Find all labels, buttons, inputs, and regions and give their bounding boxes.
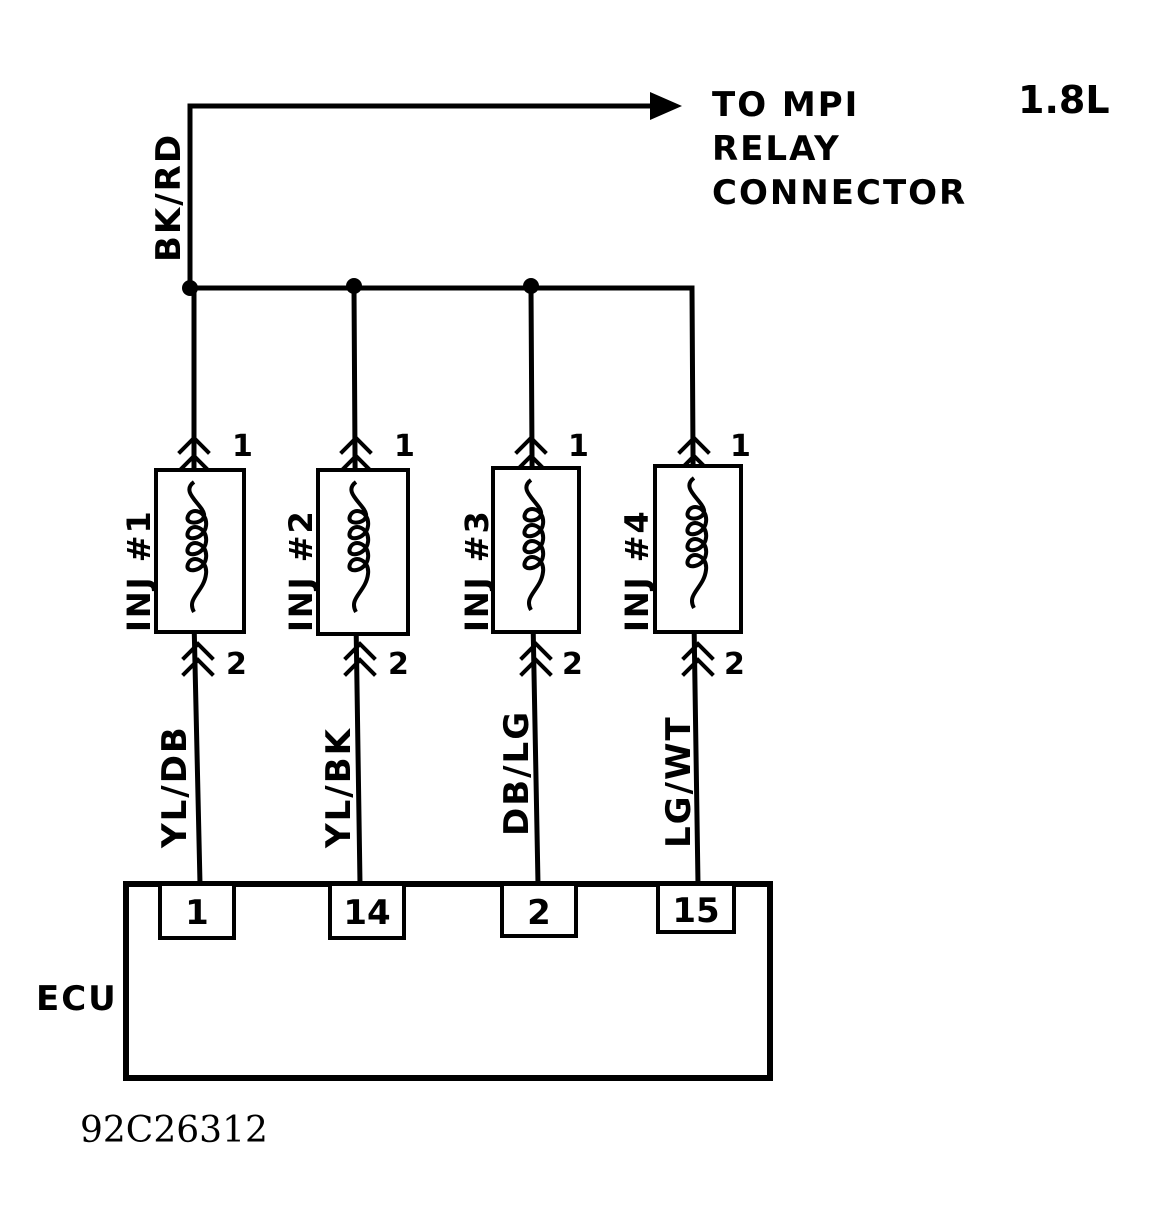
ecu-terminal-2 bbox=[500, 882, 578, 938]
destination-line-3: CONNECTOR bbox=[712, 173, 967, 213]
pin-1-label: 1 bbox=[394, 429, 415, 464]
pin-2-label: 2 bbox=[226, 647, 247, 682]
pin-2-label: 2 bbox=[562, 647, 583, 682]
ecu-block: ECU 1 14 2 15 bbox=[36, 881, 773, 1081]
pin-1-label: 1 bbox=[232, 429, 253, 464]
wire-color-label: DB/LG bbox=[497, 710, 537, 836]
supply-wire-color-label: BK/RD bbox=[149, 133, 189, 262]
connector-chevron-icon bbox=[182, 642, 214, 660]
wire-color-label: LG/WT bbox=[659, 715, 699, 848]
connector-chevron-icon bbox=[682, 658, 714, 676]
ecu-terminal-15 bbox=[656, 882, 736, 934]
connector-chevron-icon bbox=[182, 658, 214, 676]
destination-line-2: RELAY bbox=[712, 129, 841, 169]
figure-code: 92C26312 bbox=[80, 1110, 268, 1151]
ecu-terminal-label: 2 bbox=[527, 893, 551, 933]
pin-2-label: 2 bbox=[388, 647, 409, 682]
connector-chevron-icon bbox=[682, 642, 714, 660]
destination-label: TO MPI RELAY CONNECTOR bbox=[712, 85, 967, 213]
wire-color-label: YL/BK bbox=[319, 727, 359, 849]
arrow-right-icon bbox=[650, 92, 682, 120]
ecu-terminal-label: 15 bbox=[672, 891, 719, 931]
supply-wire bbox=[187, 92, 682, 291]
pin-1-label: 1 bbox=[568, 429, 589, 464]
ecu-terminal-label: 1 bbox=[185, 893, 209, 933]
connector-chevron-icon bbox=[344, 658, 376, 676]
ecu-terminal-14 bbox=[328, 882, 406, 940]
injector-label: INJ #2 bbox=[282, 509, 320, 632]
pin-2-label: 2 bbox=[724, 647, 745, 682]
injector-4: 1 2 INJ #4 LG/WT bbox=[618, 285, 751, 887]
connector-chevron-icon bbox=[344, 642, 376, 660]
ecu-terminal-label: 14 bbox=[343, 893, 390, 933]
destination-line-1: TO MPI bbox=[712, 85, 859, 125]
injector-label: INJ #1 bbox=[120, 509, 158, 632]
pin-1-label: 1 bbox=[730, 429, 751, 464]
ecu-terminal-1 bbox=[158, 882, 236, 940]
injector-3: 1 2 INJ #3 DB/LG bbox=[458, 285, 589, 887]
injector-1: 1 2 INJ #1 YL/DB bbox=[120, 285, 253, 887]
ecu-label: ECU bbox=[36, 979, 118, 1019]
injector-2: 1 2 INJ #2 YL/BK bbox=[282, 285, 415, 887]
injector-body bbox=[154, 468, 246, 634]
engine-label: 1.8L bbox=[1018, 78, 1110, 122]
injector-label: INJ #3 bbox=[458, 509, 496, 632]
wire-color-label: YL/DB bbox=[155, 725, 195, 849]
injector-label: INJ #4 bbox=[618, 509, 656, 632]
